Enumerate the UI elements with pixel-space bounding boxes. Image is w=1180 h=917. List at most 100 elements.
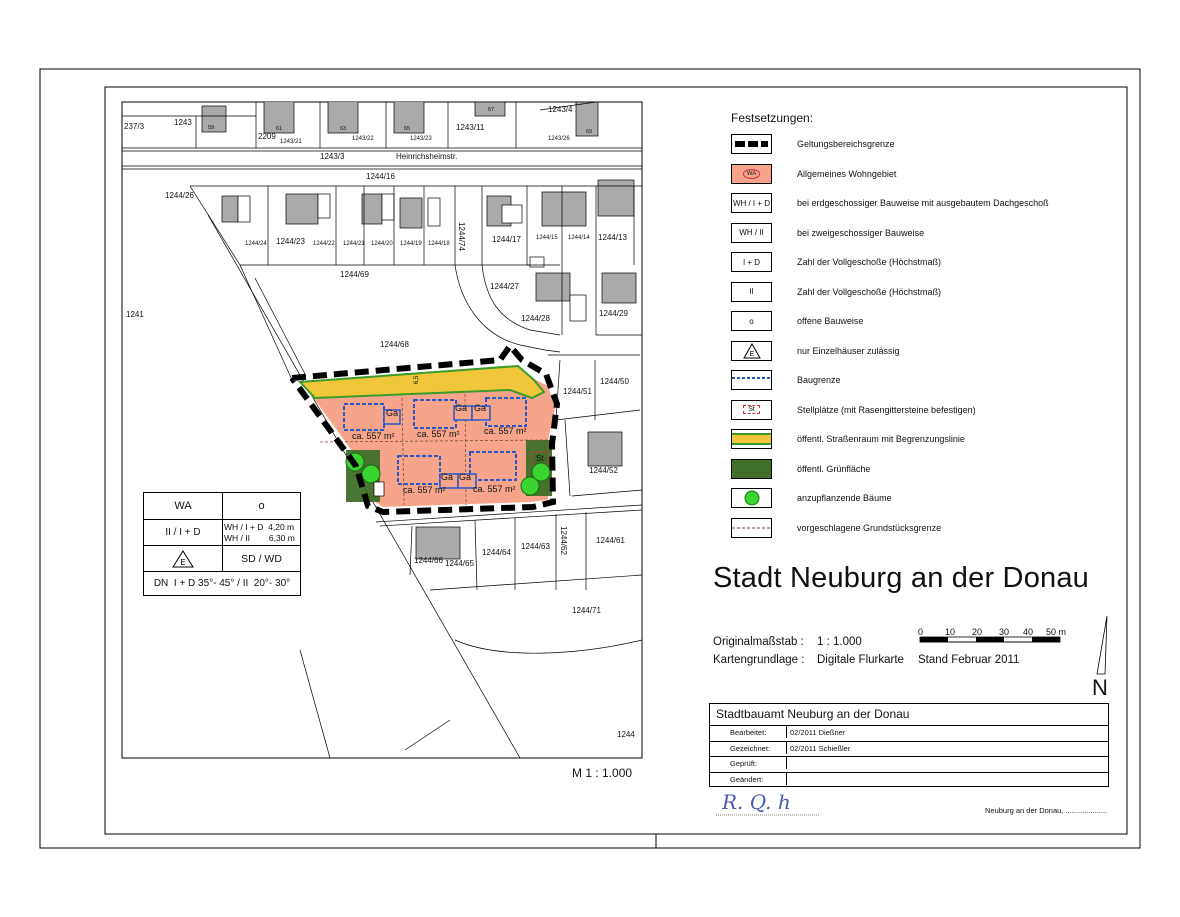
legend-symbol-baeume: [731, 488, 772, 508]
legend-label-e: nur Einzelhäuser zulässig: [797, 345, 900, 356]
garage-label: Ga: [474, 403, 487, 413]
parcel-label: 1244/16: [366, 172, 395, 181]
parcel-label: 1244/15: [536, 235, 558, 241]
parcel-label: 1243/3: [320, 152, 345, 161]
legend-label-st: Stellplätze (mit Rasengittersteine befes…: [797, 404, 976, 415]
parcel-label: 1244/21: [343, 241, 365, 247]
legend-symbol-strasse: [731, 429, 772, 449]
parcel-label: 2209: [258, 132, 276, 141]
parcel-label: 1243/23: [410, 136, 432, 142]
scale-bar: [919, 636, 1061, 643]
parcel-label: 1244/18: [428, 241, 450, 247]
parcel-label: 1244/23: [276, 237, 305, 246]
garage-label: Ga: [441, 472, 454, 482]
parcel-label: 1244/63: [521, 542, 550, 551]
nt-einzelhaus-icon: E: [144, 546, 222, 571]
lot-area-label: ca. 557 m²: [352, 431, 395, 441]
nt-o: o: [258, 500, 265, 512]
tb-row: Gezeichnet:02/2011 Schießler: [710, 740, 1108, 754]
legend-label-whii: bei zweigeschossiger Bauweise: [797, 227, 925, 238]
scale-value: 1 : 1.000: [817, 636, 862, 648]
parcel-label: 1244/51: [563, 387, 592, 396]
parcel-label: 1244/29: [599, 309, 628, 318]
parcel-label: 1244/50: [600, 377, 629, 386]
tb-title: Stadtbauamt Neuburg an der Donau: [716, 707, 910, 721]
road-width-label: 6,5: [414, 375, 420, 384]
legend-label-wa: Allgemeines Wohngebiet: [797, 168, 897, 179]
title-block: Stadtbauamt Neuburg an der Donau Bearbei…: [709, 703, 1109, 787]
legend-label-gruen: öffentl. Grünfläche: [797, 463, 871, 474]
parcel-label: 1244/26: [165, 191, 194, 200]
scale-key: Originalmaßstab :: [713, 636, 804, 648]
nt-geschosse: II / I + D: [165, 527, 201, 538]
garage-label: Ga: [386, 408, 399, 418]
lot-area-label: ca. 557 m²: [417, 429, 460, 439]
tb-row: Geprüft:: [710, 756, 1108, 769]
lot-area-label: ca. 557 m²: [473, 484, 516, 494]
city-title: Stadt Neuburg an der Donau: [713, 562, 1090, 594]
parcel-label: Heinrichsheimstr.: [396, 152, 458, 161]
scale-tick-label: 10: [945, 627, 956, 637]
legend-label-geltung: Geltungsbereichsgrenze: [797, 139, 895, 149]
parcel-label: 237/3: [124, 122, 145, 131]
legend-symbol-baugrenze: [731, 370, 772, 390]
garage-label: Ga: [459, 472, 472, 482]
nt-wh-id: WH / I + D 4,20 m: [224, 522, 295, 532]
inner-frame: [104, 86, 1128, 835]
legend-symbol-grenze: [731, 517, 772, 538]
tb-key: Geprüft:: [730, 759, 758, 768]
tb-value: 02/2011 Dießner: [790, 728, 846, 737]
parcel-label: 1244/19: [400, 241, 422, 247]
parcel-label: 1243/22: [352, 136, 374, 142]
nt-wa: WA: [174, 500, 192, 512]
svg-text:E: E: [749, 351, 754, 358]
legend-label-whid: bei erdgeschossiger Bauweise mit ausgeba…: [797, 198, 1049, 208]
tb-key: Gezeichnet:: [730, 743, 771, 753]
map-frame: [121, 101, 643, 759]
scale-tick-label: 30: [999, 627, 1010, 637]
parcel-label: 1244/13: [598, 233, 627, 242]
parcel-label: 1244/17: [492, 235, 521, 244]
stellplatz-label: St: [536, 454, 544, 463]
tb-key: Geändert:: [730, 774, 764, 784]
parcel-label: 1244/22: [313, 241, 335, 247]
parcel-label: 1244/64: [482, 548, 511, 557]
parcel-label: 1244/66: [414, 556, 443, 565]
scale-tick-label: 20: [972, 627, 983, 637]
parcel-label: 59: [208, 124, 215, 131]
lot-area-label: ca. 557 m²: [403, 485, 446, 495]
legend-label-baugrenze: Baugrenze: [797, 375, 841, 385]
parcel-label: 1244/65: [445, 559, 474, 568]
svg-text:E: E: [180, 558, 185, 567]
parcel-label: 69: [586, 128, 593, 135]
north-label: N: [1092, 675, 1108, 700]
parcel-label: 1244/71: [572, 606, 601, 615]
parcel-label: 67: [488, 106, 495, 113]
legend-title: Festsetzungen:: [731, 111, 814, 125]
parcel-label: 1241: [126, 310, 144, 319]
parcel-label: 1244/68: [380, 340, 409, 349]
nt-dachneigung: DN I + D 35°- 45° / II 20°- 30°: [153, 578, 291, 589]
legend-symbol-id: I + D: [731, 252, 772, 272]
legend-label-grenze: vorgeschlagene Grundstücksgrenze: [797, 522, 942, 533]
parcel-label: 1244/61: [596, 536, 625, 545]
nt-wh-ii: WH / II 6,30 m: [224, 533, 295, 543]
legend-symbol-whid: WH / I + D: [731, 193, 772, 213]
parcel-label: 1243: [174, 118, 192, 127]
parcel-label: 1244: [617, 730, 635, 739]
legend-symbol-whii: WH / II: [731, 222, 772, 243]
legend-symbol-wa: WA: [731, 163, 772, 184]
parcel-label: 1244/69: [340, 270, 369, 279]
lot-area-label: ca. 557 m²: [484, 426, 527, 436]
stand: Stand Februar 2011: [918, 654, 1020, 666]
parcel-label: 1244/27: [490, 282, 519, 291]
tb-row: Geändert:: [710, 771, 1108, 785]
tb-key: Bearbeitet:: [730, 728, 767, 737]
scale-tick-label: 0: [918, 627, 924, 637]
scale-tick-label: 40: [1023, 627, 1034, 637]
garage-label: Ga: [455, 403, 468, 413]
legend-label-baeume: anzupflanzende Bäume: [797, 493, 892, 503]
scale-tick-label: 50 m: [1046, 627, 1067, 637]
legend-symbol-gruen: [731, 458, 772, 479]
